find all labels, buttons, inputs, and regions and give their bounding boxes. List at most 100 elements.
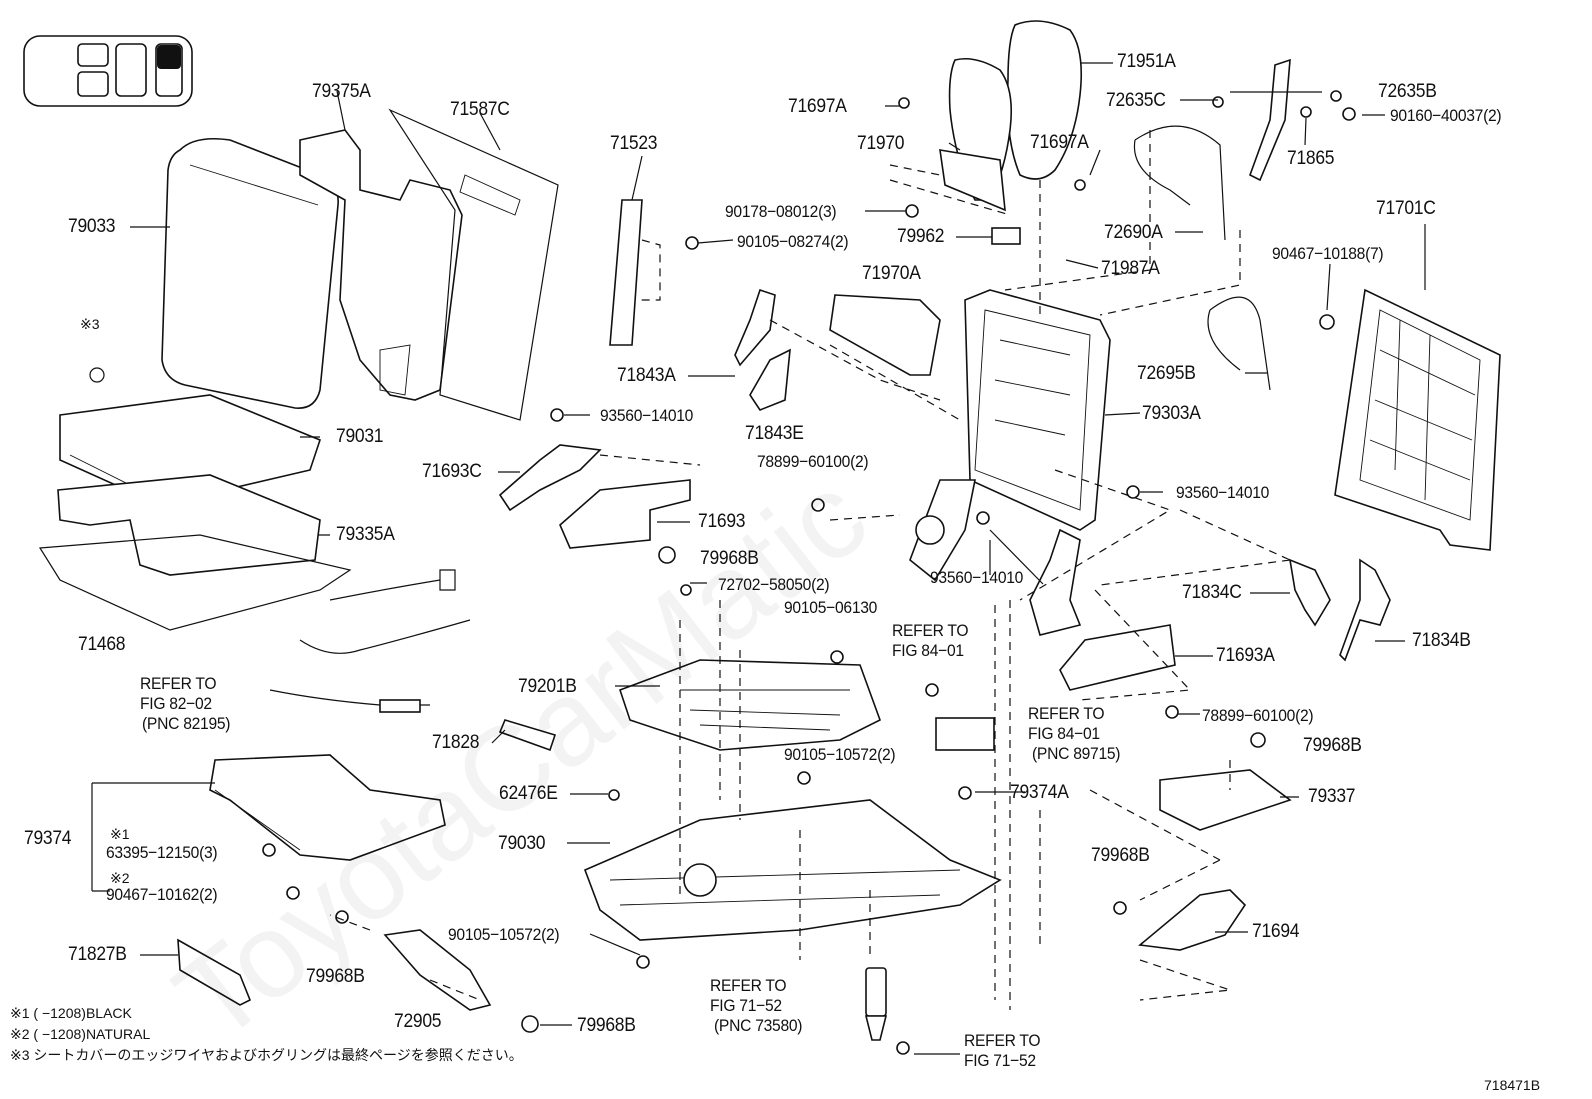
label-79335A: 79335A [336,524,395,545]
label-71843E: 71843E [745,423,804,444]
bracket-71828 [498,719,557,752]
label-note2-marker: ※2 [110,870,130,886]
label-78899-60100-a: 78899−60100(2) [757,452,869,471]
ref1-line1: REFER TO [140,674,217,693]
plate-79337 [1159,769,1292,831]
guide-71970A [829,294,941,376]
assembly-lines [329,130,1291,1010]
label-71587C: 71587C [450,99,510,120]
label-93560-14010-b: 93560−14010 [1176,483,1270,502]
cover-71693C [498,444,602,512]
label-71834C: 71834C [1182,582,1242,603]
label-79374: 79374 [24,828,72,849]
label-79968B-c: 79968B [1091,845,1150,866]
label-78899-60100-b: 78899−60100(2) [1202,706,1314,725]
label-71697A-mid: 71697A [1030,132,1089,153]
ref1-line2: FIG 82−02 [140,694,212,713]
diagram-id: 718471B [1484,1077,1541,1093]
label-71834B: 71834B [1412,630,1471,651]
lower-cover-79374 [209,754,446,861]
label-71701C: 71701C [1376,198,1436,219]
cover-71693A [1059,624,1176,691]
label-72695B: 72695B [1137,363,1196,384]
cover-71834C [1288,558,1331,627]
label-79337: 79337 [1308,786,1356,807]
label-71693C: 71693C [422,461,482,482]
label-79968B-e: 79968B [577,1015,636,1036]
wire-harness [269,569,471,713]
fasteners [89,90,1356,1055]
label-79968B-a: 79968B [700,548,759,569]
label-63395-12150: 63395−12150(3) [106,843,218,862]
rail-71523 [609,199,661,346]
cover-71834B [1339,558,1391,662]
label-71827B: 71827B [68,944,127,965]
footnote-1: ※1 ( −1208)BLACK [10,1005,132,1021]
ref3-line3: (PNC 89715) [1032,744,1121,763]
label-72905: 72905 [394,1011,442,1032]
label-90178-08012: 90178−08012(3) [725,202,837,221]
label-93560-14010-a: 93560−14010 [600,406,694,425]
label-71987A: 71987A [1101,258,1160,279]
label-79968B-d: 79968B [306,966,365,987]
label-71468: 71468 [78,634,126,655]
label-note1-marker: ※1 [110,826,130,842]
leader-lines [91,62,1426,1055]
cover-71693 [559,479,691,549]
label-90467-10162: 90467−10162(2) [106,885,218,904]
label-72690A: 72690A [1104,222,1163,243]
label-71828: 71828 [432,732,480,753]
cover-71827B [177,938,252,1006]
ref2-line2: FIG 84−01 [892,641,964,660]
ref4-line3: (PNC 73580) [714,1016,803,1035]
seat-back-pad-79375A [299,129,463,401]
label-71693A: 71693A [1216,645,1275,666]
ref4-line1: REFER TO [710,976,787,995]
cushion-pad-79335A [57,474,321,576]
cable-72690A [1133,125,1226,241]
ref4-line2: FIG 71−52 [710,996,782,1015]
footnote-2: ※2 ( −1208)NATURAL [10,1026,151,1042]
label-79374A: 79374A [1010,782,1069,803]
ref3-line1: REFER TO [1028,704,1105,723]
label-71843A: 71843A [617,365,676,386]
seat-back-cover-79033 [161,137,339,409]
label-79303A: 79303A [1142,403,1201,424]
label-90467-10188: 90467−10188(7) [1272,244,1384,263]
label-72702-58050: 72702−58050(2) [718,575,830,594]
seat-back-frame-79303A [909,289,1111,636]
label-71694: 71694 [1252,921,1300,942]
sheet-71468 [38,534,352,631]
ref5-line1: REFER TO [964,1031,1041,1050]
cover-72905 [383,929,492,1011]
label-90105-06130: 90105−06130 [784,598,878,617]
seat-cushion-79031 [59,394,321,506]
label-71951A: 71951A [1117,51,1176,72]
cable-72695B [1207,296,1271,391]
ref1-line3: (PNC 82195) [142,714,231,733]
label-71693: 71693 [698,511,746,532]
ref5-line2: FIG 71−52 [964,1051,1036,1070]
ecu-module [935,717,995,751]
label-79033: 79033 [68,216,116,237]
label-79962: 79962 [897,226,945,247]
seat-position-icon [23,35,193,107]
label-71865: 71865 [1287,148,1335,169]
ref2-line1: REFER TO [892,621,969,640]
label-72635B: 72635B [1378,81,1437,102]
seat-belt-buckle [864,967,888,1041]
label-90105-10572-a: 90105−10572(2) [784,745,896,764]
cover-71694 [1138,889,1247,951]
shield-71843E [749,348,791,411]
back-board-71701C [1334,288,1501,551]
label-71970: 71970 [857,133,905,154]
label-79030: 79030 [498,833,546,854]
label-62476E: 62476E [499,783,558,804]
label-79968B-b: 79968B [1303,735,1362,756]
label-72635C: 72635C [1106,90,1166,111]
footnote-3: ※3 シートカバーのエッジワイヤおよびホグリングは最終ページを参照ください。 [10,1047,523,1063]
lever-strap [1249,58,1291,182]
headrest-71970 [939,57,1013,212]
